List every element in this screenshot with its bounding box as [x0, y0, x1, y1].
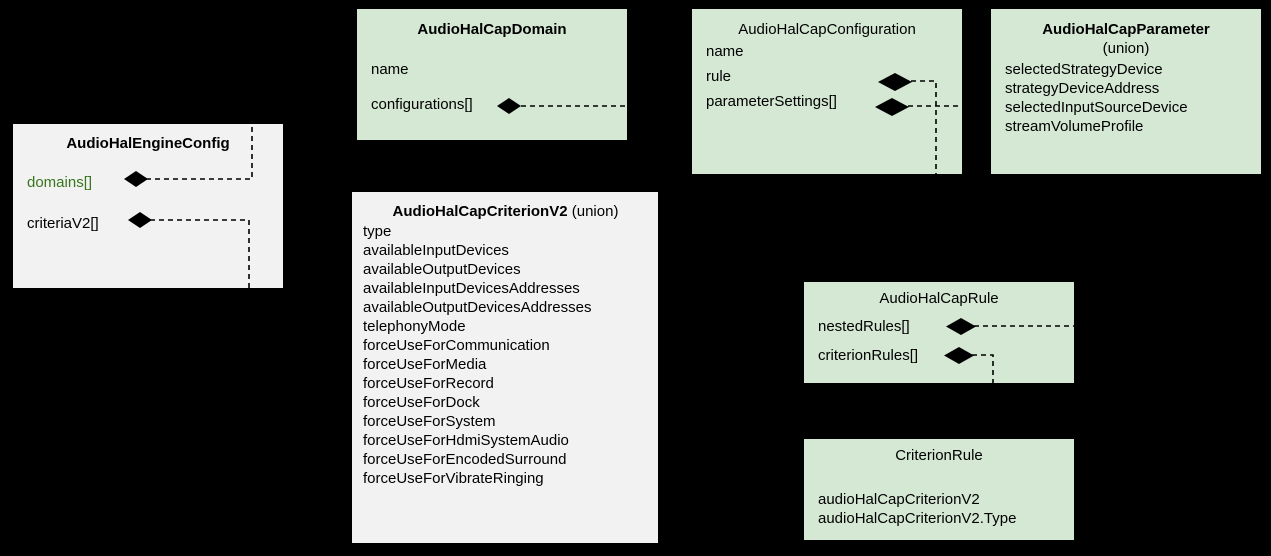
attribute-availableoutputdevices: availableOutputDevices — [363, 260, 648, 279]
attribute-forceuseforvibrateringing: forceUseForVibrateRinging — [363, 469, 648, 488]
attribute-label: name — [706, 43, 744, 60]
attribute-label: name — [371, 61, 409, 78]
attribute-strategydeviceaddress: strategyDeviceAddress — [1005, 79, 1247, 98]
class-title: AudioHalCapRule — [879, 290, 999, 307]
attribute-name: name — [706, 42, 948, 61]
attribute-selectedstrategydevice: selectedStrategyDevice — [1005, 60, 1247, 79]
attribute-domains: domains[] — [27, 173, 269, 192]
class-box-audiohalcapparameter[interactable]: AudioHalCapParameter (union) selectedStr… — [991, 9, 1261, 174]
box-background — [357, 9, 627, 140]
attribute-forceusefordock: forceUseForDock — [363, 393, 648, 412]
aggregation-diamond-domains — [124, 171, 148, 187]
attribute-label: streamVolumeProfile — [1005, 118, 1144, 135]
attribute-streamvolumeprofile: streamVolumeProfile — [1005, 117, 1247, 136]
attribute-label: forceUseForDock — [363, 394, 480, 411]
attribute-label: strategyDeviceAddress — [1005, 80, 1160, 97]
box-background — [352, 192, 658, 543]
attribute-label: selectedInputSourceDevice — [1005, 99, 1188, 116]
attribute-rule: rule — [706, 67, 948, 86]
attribute-forceuseforencodedsurround: forceUseForEncodedSurround — [363, 450, 648, 469]
attribute-label: forceUseForCommunication — [363, 337, 550, 354]
attribute-label: availableOutputDevices — [363, 261, 521, 278]
class-title-text: AudioHalCapCriterionV2 — [392, 203, 568, 220]
attribute-label: criteriaV2[] — [27, 215, 99, 232]
class-title: AudioHalCapConfiguration — [738, 21, 916, 38]
attribute-forceuseforsystem: forceUseForSystem — [363, 412, 648, 431]
attribute-availableinputdevicesaddresses: availableInputDevicesAddresses — [363, 279, 648, 298]
attribute-configurations: configurations[] — [371, 95, 613, 114]
attribute-criterionrules: criterionRules[] — [818, 346, 1060, 365]
box-background — [804, 439, 1074, 540]
aggregation-diamond-rule — [878, 73, 912, 91]
attribute-label: domains[] — [27, 174, 93, 191]
attribute-forceuseforcommunication: forceUseForCommunication — [363, 336, 648, 355]
attribute-label: criterionRules[] — [818, 347, 919, 364]
attribute-label: audioHalCapCriterionV2 — [818, 491, 980, 508]
box-background — [804, 282, 1074, 383]
class-title: AudioHalEngineConfig — [66, 135, 230, 152]
aggregation-diamond-nestedrules — [946, 318, 976, 335]
attribute-label: selectedStrategyDevice — [1005, 61, 1163, 78]
class-title: CriterionRule — [895, 447, 983, 464]
attribute-criteriav2: criteriaV2[] — [27, 214, 269, 233]
attribute-label: forceUseForHdmiSystemAudio — [363, 432, 569, 449]
class-box-audiohalcapdomain[interactable]: AudioHalCapDomain name configurations[] — [357, 9, 627, 140]
class-title: AudioHalCapCriterionV2 (union) — [363, 202, 648, 221]
attribute-label: availableInputDevices — [363, 242, 509, 259]
class-title: AudioHalCapParameter — [1042, 21, 1210, 38]
attribute-label: type — [363, 223, 392, 240]
aggregation-diamond-criterionrules — [944, 347, 974, 364]
attribute-forceuseforhdmisystemaudio: forceUseForHdmiSystemAudio — [363, 431, 648, 450]
class-box-audiohalcaprule[interactable]: AudioHalCapRule nestedRules[] criterionR… — [804, 282, 1074, 383]
attribute-label: forceUseForMedia — [363, 356, 487, 373]
aggregation-diamond-criteriav2 — [128, 212, 152, 228]
class-box-audiohalcapcriterionv2[interactable]: AudioHalCapCriterionV2 (union) type avai… — [352, 192, 658, 543]
attribute-availableinputdevices: availableInputDevices — [363, 241, 648, 260]
attribute-forceuseforrecord: forceUseForRecord — [363, 374, 648, 393]
attribute-label: forceUseForRecord — [363, 375, 494, 392]
class-box-audiohalengineconfig[interactable]: AudioHalEngineConfig domains[] criteriaV… — [13, 124, 283, 288]
attribute-name: name — [371, 60, 613, 79]
attribute-availableoutputdevicesaddresses: availableOutputDevicesAddresses — [363, 298, 648, 317]
attribute-nestedrules: nestedRules[] — [818, 317, 1060, 336]
attribute-label: nestedRules[] — [818, 318, 910, 335]
class-title-union: (union) — [571, 203, 619, 220]
attribute-telephonymode: telephonyMode — [363, 317, 648, 336]
attribute-label: rule — [706, 68, 732, 85]
attribute-label: parameterSettings[] — [706, 93, 837, 110]
attribute-label: configurations[] — [371, 96, 473, 113]
attribute-label: forceUseForEncodedSurround — [363, 451, 567, 468]
attribute-type: type — [363, 222, 648, 241]
attribute-audiohalcapcriterionv2: audioHalCapCriterionV2 — [818, 490, 1060, 509]
aggregation-diamond-configurations — [497, 98, 521, 114]
attribute-forceuseformedia: forceUseForMedia — [363, 355, 648, 374]
attribute-label: forceUseForSystem — [363, 413, 496, 430]
attribute-label: audioHalCapCriterionV2.Type — [818, 510, 1017, 527]
attribute-label: telephonyMode — [363, 318, 466, 335]
class-title: AudioHalCapDomain — [417, 21, 567, 38]
class-box-criterionrule[interactable]: CriterionRule audioHalCapCriterionV2 aud… — [804, 439, 1074, 540]
aggregation-diamond-parametersettings — [875, 98, 909, 116]
attribute-label: forceUseForVibrateRinging — [363, 470, 544, 487]
attribute-label: availableOutputDevicesAddresses — [363, 299, 592, 316]
attribute-parametersettings: parameterSettings[] — [706, 92, 948, 111]
class-subtitle: (union) — [1102, 40, 1150, 57]
class-box-audiohalcapconfiguration[interactable]: AudioHalCapConfiguration name rule param… — [692, 9, 962, 174]
box-background — [991, 9, 1261, 174]
attribute-label: availableInputDevicesAddresses — [363, 280, 580, 297]
attribute-selectedinputsourcedevice: selectedInputSourceDevice — [1005, 98, 1247, 117]
attribute-audiohalcapcriterionv2-type: audioHalCapCriterionV2.Type — [818, 509, 1060, 528]
